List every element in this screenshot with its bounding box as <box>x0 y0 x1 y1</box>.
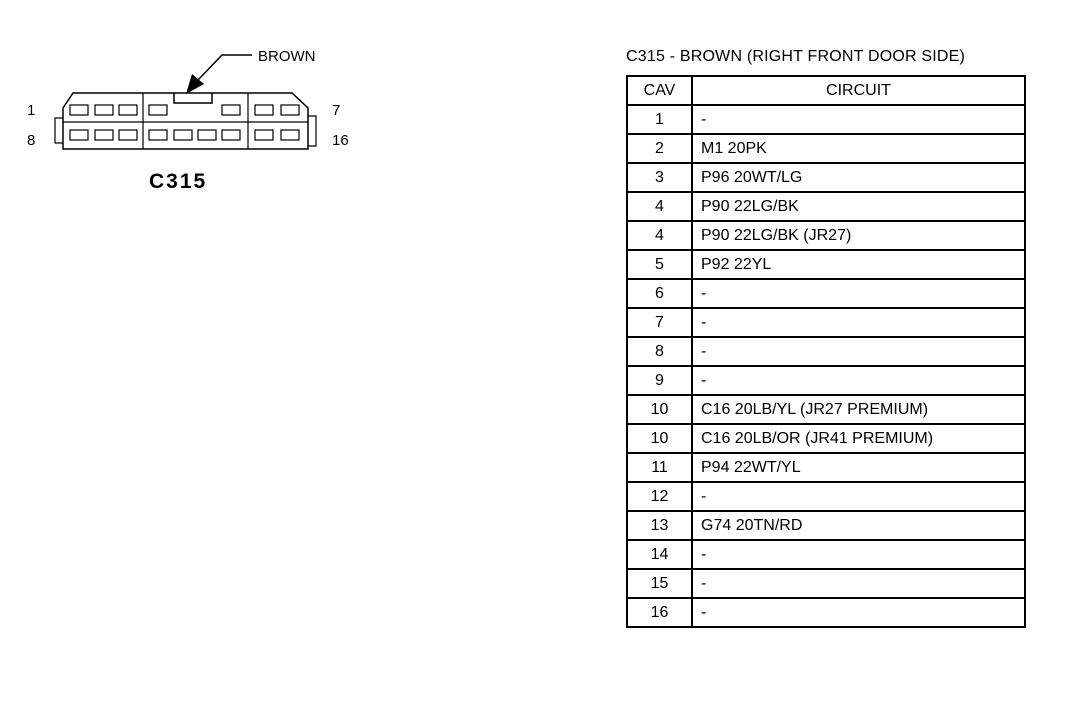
cavity-3 <box>118 104 138 116</box>
cav-cell: 4 <box>626 220 693 251</box>
cavity-4 <box>148 104 168 116</box>
circuit-cell: - <box>691 278 1026 309</box>
table-row: 4 P90 22LG/BK <box>626 191 1026 222</box>
table-row: 2 M1 20PK <box>626 133 1026 164</box>
cav-cell: 12 <box>626 481 693 512</box>
cavity-8 <box>69 129 89 141</box>
cav-cell: 2 <box>626 133 693 164</box>
cav-cell: 11 <box>626 452 693 483</box>
table-row: 14 - <box>626 539 1026 570</box>
circuit-cell: - <box>691 365 1026 396</box>
cav-cell: 15 <box>626 568 693 599</box>
table-row: 10 C16 20LB/OR (JR41 PREMIUM) <box>626 423 1026 454</box>
cav-cell: 3 <box>626 162 693 193</box>
cavity-10 <box>118 129 138 141</box>
table-row: 13 G74 20TN/RD <box>626 510 1026 541</box>
cav-cell: 13 <box>626 510 693 541</box>
cav-cell: 8 <box>626 336 693 367</box>
table-row: 4 P90 22LG/BK (JR27) <box>626 220 1026 251</box>
cav-header: CAV <box>626 75 693 106</box>
circuit-cell: - <box>691 539 1026 570</box>
circuit-cell: P94 22WT/YL <box>691 452 1026 483</box>
bottom-row-cavities <box>69 129 300 141</box>
table-row: 8 - <box>626 336 1026 367</box>
table-row: 16 - <box>626 597 1026 628</box>
cav-cell: 4 <box>626 191 693 222</box>
pin-label-top-right: 7 <box>332 102 340 119</box>
cavity-15 <box>254 129 274 141</box>
table-header-row: CAV CIRCUIT <box>626 75 1026 106</box>
circuit-cell: - <box>691 336 1026 367</box>
cavity-12 <box>173 129 193 141</box>
cav-cell: 10 <box>626 394 693 425</box>
table-row: 11 P94 22WT/YL <box>626 452 1026 483</box>
cav-cell: 10 <box>626 423 693 454</box>
cavity-13 <box>197 129 217 141</box>
circuit-cell: P92 22YL <box>691 249 1026 280</box>
circuit-cell: C16 20LB/OR (JR41 PREMIUM) <box>691 423 1026 454</box>
connector-key-notch <box>173 93 213 104</box>
cavity-6 <box>254 104 274 116</box>
pin-label-top-left: 1 <box>27 102 35 119</box>
circuit-cell: - <box>691 568 1026 599</box>
circuit-cell: M1 20PK <box>691 133 1026 164</box>
table-row: 7 - <box>626 307 1026 338</box>
circuit-cell: C16 20LB/YL (JR27 PREMIUM) <box>691 394 1026 425</box>
table-row: 5 P92 22YL <box>626 249 1026 280</box>
circuit-cell: - <box>691 481 1026 512</box>
connector-diagram: BROWN 1 8 7 16 C315 <box>27 48 349 193</box>
cavity-2 <box>94 104 114 116</box>
cavity-7 <box>280 104 300 116</box>
cav-cell: 7 <box>626 307 693 338</box>
table-title: C315 - BROWN (RIGHT FRONT DOOR SIDE) <box>626 48 966 65</box>
table-row: 10 C16 20LB/YL (JR27 PREMIUM) <box>626 394 1026 425</box>
circuit-cell: - <box>691 597 1026 628</box>
cav-cell: 16 <box>626 597 693 628</box>
table-row: 6 - <box>626 278 1026 309</box>
circuit-cell: P96 20WT/LG <box>691 162 1026 193</box>
cav-cell: 1 <box>626 104 693 135</box>
cavity-11 <box>148 129 168 141</box>
cav-cell: 14 <box>626 539 693 570</box>
circuit-header: CIRCUIT <box>691 75 1026 106</box>
pin-label-bottom-right: 16 <box>332 132 349 149</box>
connector-left-latch <box>54 117 63 144</box>
connector-name: C315 <box>149 170 207 193</box>
connector-color-label: BROWN <box>258 48 316 65</box>
cav-cell: 6 <box>626 278 693 309</box>
cavity-5 <box>221 104 241 116</box>
cavity-14 <box>221 129 241 141</box>
circuit-cell: P90 22LG/BK (JR27) <box>691 220 1026 251</box>
circuit-cell: - <box>691 307 1026 338</box>
table-body: 1 - 2 M1 20PK 3 P96 20WT/LG 4 P90 22LG/B… <box>626 104 1026 628</box>
leader-arrow-icon <box>186 74 204 94</box>
cavity-1 <box>69 104 89 116</box>
connector-body <box>62 92 309 150</box>
table-row: 9 - <box>626 365 1026 396</box>
table-row: 12 - <box>626 481 1026 512</box>
table-row: 15 - <box>626 568 1026 599</box>
cav-cell: 9 <box>626 365 693 396</box>
connector-right-latch <box>308 115 317 147</box>
cavity-circuit-table: CAV CIRCUIT 1 - 2 M1 20PK 3 P96 20WT/LG … <box>626 75 1026 628</box>
cavity-16 <box>280 129 300 141</box>
circuit-cell: G74 20TN/RD <box>691 510 1026 541</box>
pin-label-bottom-left: 8 <box>27 132 35 149</box>
circuit-cell: P90 22LG/BK <box>691 191 1026 222</box>
cavity-9 <box>94 129 114 141</box>
cav-cell: 5 <box>626 249 693 280</box>
top-row-cavities <box>69 104 300 116</box>
color-leader-line <box>197 54 252 81</box>
circuit-cell: - <box>691 104 1026 135</box>
table-row: 1 - <box>626 104 1026 135</box>
table-row: 3 P96 20WT/LG <box>626 162 1026 193</box>
